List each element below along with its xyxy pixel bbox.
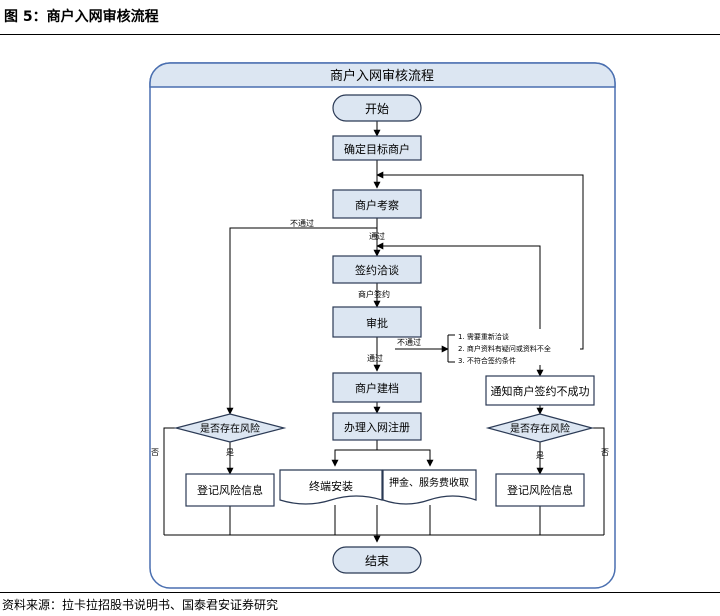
svg-text:开始: 开始 <box>365 102 389 116</box>
node-log-risk-right: 登记风险信息 <box>495 473 585 507</box>
source-note: 资料来源：拉卡拉招股书说明书、国泰君安证券研究 <box>2 598 279 612</box>
node-target-merchant: 确定目标商户 <box>332 135 422 161</box>
frame-header-band <box>149 62 616 88</box>
reasons-list: 1. 需要重新洽谈 2. 商户资料有疑问或资料不全 3. 不符合签约条件 <box>455 329 580 365</box>
svg-text:通知商户签约不成功: 通知商户签约不成功 <box>491 384 590 398</box>
svg-text:登记风险信息: 登记风险信息 <box>197 483 263 497</box>
label-merchant-sign: 商户签约 <box>358 289 390 299</box>
reason-1: 1. 需要重新洽谈 <box>458 332 509 341</box>
label-yes-right: 是 <box>536 451 544 460</box>
svg-text:是否存在风险: 是否存在风险 <box>200 422 260 435</box>
label-not-pass-left: 不通过 <box>290 218 314 228</box>
node-approval: 审批 <box>332 306 422 338</box>
svg-text:办理入网注册: 办理入网注册 <box>344 420 410 434</box>
label-pass-1: 通过 <box>369 231 385 241</box>
svg-text:登记风险信息: 登记风险信息 <box>507 483 573 497</box>
bottom-rule <box>0 592 720 593</box>
reason-2: 2. 商户资料有疑问或资料不全 <box>458 344 551 353</box>
svg-text:商户建档: 商户建档 <box>355 381 399 395</box>
svg-text:商户考察: 商户考察 <box>355 198 399 212</box>
node-start: 开始 <box>332 94 422 122</box>
svg-text:审批: 审批 <box>366 316 388 330</box>
node-merchant-inspection: 商户考察 <box>332 189 422 219</box>
label-not-pass-mid: 不通过 <box>397 337 421 347</box>
node-archive: 商户建档 <box>332 372 422 403</box>
decision-risk-right: 是否存在风险 <box>485 413 595 443</box>
svg-text:终端安装: 终端安装 <box>309 479 353 493</box>
reason-3: 3. 不符合签约条件 <box>458 356 516 365</box>
node-end: 结束 <box>332 546 422 574</box>
label-pass-2: 通过 <box>367 353 383 363</box>
svg-text:签约洽谈: 签约洽谈 <box>355 263 399 277</box>
decision-risk-left: 是否存在风险 <box>173 413 287 443</box>
label-no-right: 否 <box>601 448 609 457</box>
svg-text:确定目标商户: 确定目标商户 <box>344 142 410 156</box>
node-negotiation: 签约洽谈 <box>332 255 422 284</box>
flow-header-title: 商户入网审核流程 <box>330 68 434 84</box>
top-rule <box>0 34 720 35</box>
label-no-left: 否 <box>151 448 159 457</box>
node-log-risk-left: 登记风险信息 <box>185 473 275 507</box>
label-yes-left: 是 <box>226 448 234 457</box>
node-terminal-install: 终端安装 <box>279 469 383 505</box>
svg-text:是否存在风险: 是否存在风险 <box>510 422 570 435</box>
node-notify-fail: 通知商户签约不成功 <box>485 375 595 406</box>
svg-text:结束: 结束 <box>365 554 389 568</box>
figure-title: 图 5：商户入网审核流程 <box>4 9 159 25</box>
svg-text:押金、服务费收取: 押金、服务费收取 <box>389 476 469 489</box>
node-registration: 办理入网注册 <box>332 412 422 441</box>
node-deposit-fee: 押金、服务费收取 <box>382 469 477 505</box>
